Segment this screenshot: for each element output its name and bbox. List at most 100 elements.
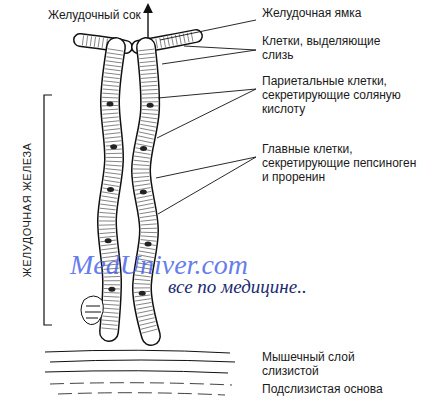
cell-stroke <box>86 36 87 46</box>
cell-stroke <box>105 176 121 178</box>
cell-stroke <box>140 61 156 63</box>
part-label: Клетки, выделяющие слизь <box>262 34 388 62</box>
cell-stroke <box>105 69 121 71</box>
cell-stroke <box>142 89 158 91</box>
cell-stroke <box>102 38 103 48</box>
cell-stroke <box>140 124 156 127</box>
cell-stroke <box>139 132 155 135</box>
cell-stroke <box>139 318 155 322</box>
cell-stroke <box>140 69 156 70</box>
cell-stroke <box>139 211 155 214</box>
cell-stroke <box>139 57 155 59</box>
cell-stroke <box>136 195 152 198</box>
cell-stroke <box>102 97 118 99</box>
region-label: ЖЕЛУДОЧНАЯ ЖЕЛЕЗА <box>20 143 34 278</box>
secretion-arrow <box>147 8 148 40</box>
cell-stroke <box>106 61 122 63</box>
parietal-cell <box>140 189 147 194</box>
watermark: MedUniver.com <box>70 250 248 280</box>
cell-stroke <box>138 203 154 206</box>
cell-stroke <box>105 141 121 142</box>
gland-bracket <box>44 95 52 325</box>
parietal-cell <box>105 238 112 243</box>
cell-stroke <box>134 283 150 285</box>
cell-stroke <box>103 312 119 313</box>
cell-stroke <box>140 215 156 217</box>
cell-stroke <box>137 199 153 202</box>
cell-stroke <box>138 136 154 139</box>
cell-stroke <box>99 232 115 233</box>
watermark: все по медицине.. <box>168 276 307 298</box>
cell-stroke <box>141 232 157 233</box>
cell-stroke <box>102 93 118 94</box>
cell-stroke <box>99 216 115 218</box>
cell-stroke <box>104 284 120 285</box>
cell-stroke <box>140 220 156 222</box>
cell-stroke <box>105 65 121 67</box>
cell-stroke <box>106 157 122 158</box>
cell-stroke <box>141 236 157 237</box>
cell-stroke <box>135 152 151 155</box>
cell-stroke <box>142 101 158 102</box>
cell-stroke <box>140 321 156 325</box>
parietal-cell <box>106 101 113 106</box>
layer-label: Мышечный слой слизистой <box>262 350 382 378</box>
cell-stroke <box>101 328 117 329</box>
cell-stroke <box>107 53 123 55</box>
cell-stroke <box>106 57 122 59</box>
cell-stroke <box>99 224 115 225</box>
cell-stroke <box>141 117 157 119</box>
cell-stroke <box>82 35 83 45</box>
cell-stroke <box>138 49 154 51</box>
cell-stroke <box>141 77 157 78</box>
gland-fragment <box>81 296 103 325</box>
cell-stroke <box>141 240 157 242</box>
cell-stroke <box>98 37 99 47</box>
cell-stroke <box>140 65 156 66</box>
secretion-label: Желудочный сок <box>48 8 144 22</box>
cell-stroke <box>101 200 117 202</box>
parietal-cell <box>145 241 152 246</box>
cell-stroke <box>99 220 115 221</box>
cell-stroke <box>142 93 158 95</box>
cell-stroke <box>133 172 149 174</box>
cell-stroke <box>101 244 117 246</box>
cell-stroke <box>105 169 121 171</box>
cell-stroke <box>139 53 155 55</box>
part-label: Желудочная ямка <box>262 6 422 20</box>
cell-stroke <box>90 36 91 46</box>
cell-stroke <box>137 310 153 313</box>
cell-stroke <box>103 308 119 309</box>
cell-stroke <box>142 109 158 111</box>
cell-stroke <box>134 287 150 288</box>
cell-stroke <box>103 85 119 87</box>
cell-stroke <box>134 180 150 182</box>
cell-stroke <box>104 129 120 131</box>
cell-stroke <box>94 37 95 47</box>
cell-stroke <box>101 196 117 198</box>
parietal-cell <box>110 144 117 149</box>
cell-stroke <box>103 304 119 305</box>
cell-stroke <box>103 184 119 187</box>
cell-stroke <box>134 156 150 158</box>
cell-stroke <box>99 212 115 213</box>
cell-stroke <box>142 113 158 114</box>
part-label: Главные клетки, секретирующие пепсиноген… <box>262 142 424 184</box>
cell-stroke <box>106 161 122 163</box>
cell-stroke <box>141 228 157 229</box>
parietal-cell <box>107 187 114 192</box>
cell-stroke <box>104 125 120 127</box>
cell-stroke <box>104 73 120 75</box>
cell-stroke <box>141 325 157 329</box>
cell-stroke <box>100 204 116 206</box>
cell-stroke <box>99 228 115 230</box>
cell-stroke <box>142 97 158 98</box>
cell-stroke <box>103 81 119 83</box>
cell-stroke <box>105 172 121 174</box>
cell-stroke <box>100 208 116 210</box>
cell-stroke <box>104 77 120 79</box>
cell-stroke <box>105 137 121 139</box>
cell-stroke <box>106 153 122 154</box>
cell-stroke <box>134 184 150 186</box>
cell-stroke <box>141 224 157 225</box>
